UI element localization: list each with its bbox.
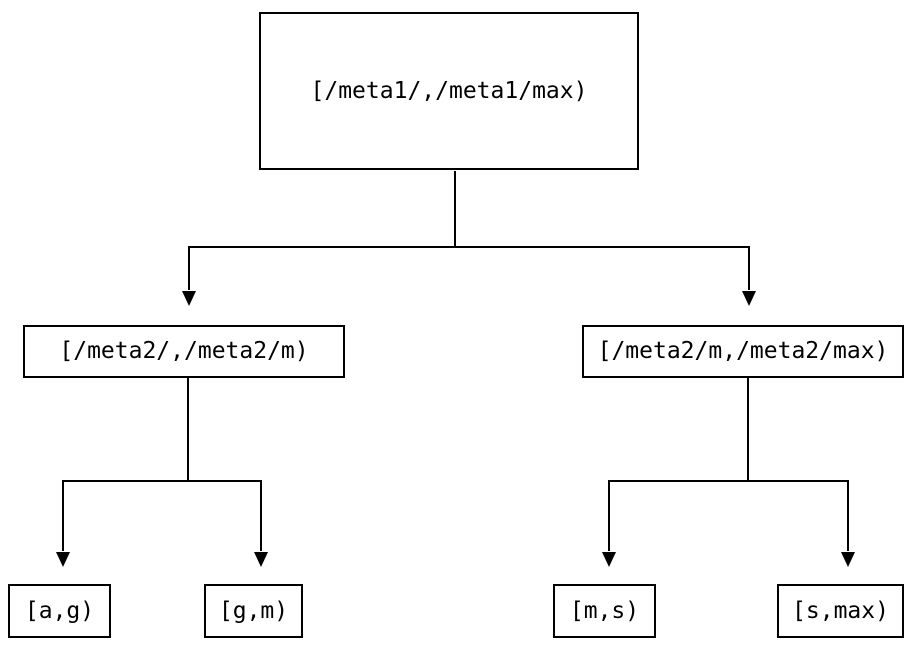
tree-leaf-m-s: [m,s) [553,584,656,638]
tree-node-meta2-right: [/meta2/m,/meta2/max) [582,325,904,378]
arrow-down-icon [841,552,855,567]
tree-leaf-g-m-label: [g,m) [218,597,289,624]
tree-node-root-label: [/meta1/,/meta1/max) [310,77,588,104]
tree-node-meta2-left: [/meta2/,/meta2/m) [23,325,345,378]
arrow-down-icon [182,291,196,306]
tree-node-meta2-right-label: [/meta2/m,/meta2/max) [597,338,889,364]
tree-leaf-m-s-label: [m,s) [569,597,640,624]
tree-node-root: [/meta1/,/meta1/max) [259,12,639,170]
tree-leaf-s-max: [s,max) [777,584,904,638]
arrow-down-icon [602,552,616,567]
tree-leaf-a-g-label: [a,g) [24,597,95,624]
tree-leaf-s-max-label: [s,max) [792,597,889,624]
tree-node-meta2-left-label: [/meta2/,/meta2/m) [59,338,309,364]
arrow-down-icon [56,552,70,567]
arrow-down-icon [254,552,268,567]
arrow-down-icon [742,291,756,306]
tree-leaf-g-m: [g,m) [204,584,303,638]
tree-leaf-a-g: [a,g) [8,584,111,638]
